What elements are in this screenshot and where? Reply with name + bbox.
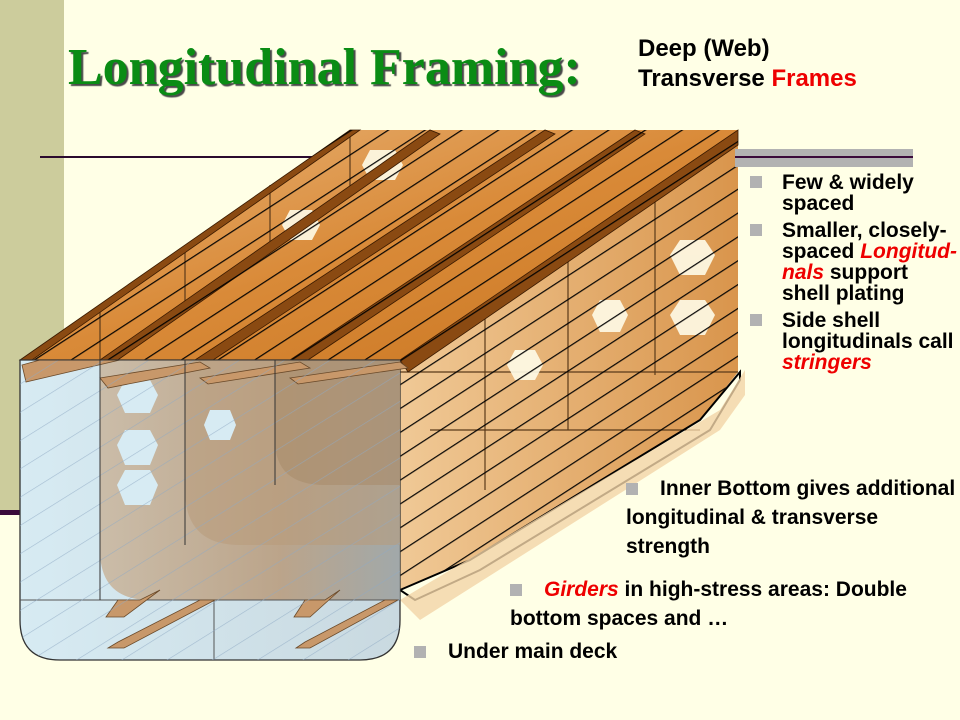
inner-bottom-bullet: Inner Bottom gives additional longitudin… [626,477,956,558]
subtitle-line1: Deep (Web) [638,35,770,62]
subtitle-line2: Transverse Frames [638,65,857,92]
bullet-square-icon [510,584,522,596]
girders-bullet: Girders in high-stress areas: Double bot… [510,578,907,630]
bullet-longitudinals: Smaller, closely-spaced Longitud-nals su… [748,220,960,304]
slide-title: Longitudinal Framing: [68,39,581,96]
slide-subtitle: Deep (Web) Transverse Frames [638,34,857,94]
longitudinals-term: Longitud-nals [782,240,958,284]
frames-highlight: Frames [771,65,857,92]
girders-term: Girders [544,578,619,601]
title-rule-left [40,156,360,158]
stringers-term: stringers [782,351,872,374]
bullet-stringers: Side shell longitudinals call stringers [748,310,960,373]
bullet-square-icon [626,483,638,495]
bullet-square-icon [750,314,762,326]
right-bullet-list: Few & widely spaced Smaller, closely-spa… [748,172,960,379]
bullet-square-icon [750,176,762,188]
bullet-square-icon [414,646,426,658]
inner-bottom-edge [400,370,745,620]
bullet-few-widely-spaced: Few & widely spaced [748,172,960,214]
bullet-square-icon [750,224,762,236]
title-rule-right [735,149,913,167]
under-deck-bullet: Under main deck [414,637,714,666]
hull-cutaway-diagram [18,129,745,661]
